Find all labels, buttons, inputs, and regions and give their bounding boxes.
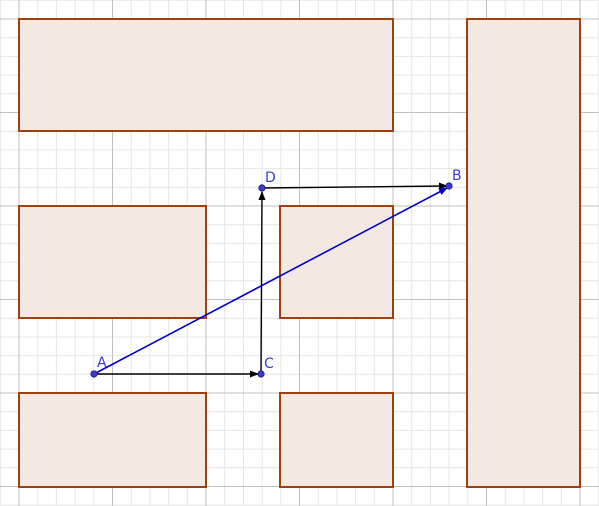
block-bottom-left (18, 392, 207, 488)
block-top-wide (18, 18, 394, 132)
block-middle-center (279, 205, 394, 319)
points (90, 182, 453, 378)
vector-c-to-d (258, 191, 266, 374)
vector-a-to-b (93, 187, 448, 375)
blocks (18, 18, 581, 488)
block-bottom-center (279, 392, 394, 488)
point-label-d: D (265, 170, 276, 186)
point-c[interactable] (257, 370, 265, 378)
point-a[interactable] (90, 370, 98, 378)
point-label-c: C (264, 356, 274, 372)
vector-d-to-b (261, 182, 448, 190)
point-label-a: A (97, 355, 107, 371)
block-middle-left (18, 205, 207, 319)
point-label-b: B (452, 168, 462, 184)
point-labels: A B C D (97, 168, 462, 372)
block-right-tall (466, 18, 581, 488)
point-b[interactable] (445, 182, 453, 190)
point-d[interactable] (258, 184, 266, 192)
vectors (93, 182, 448, 378)
